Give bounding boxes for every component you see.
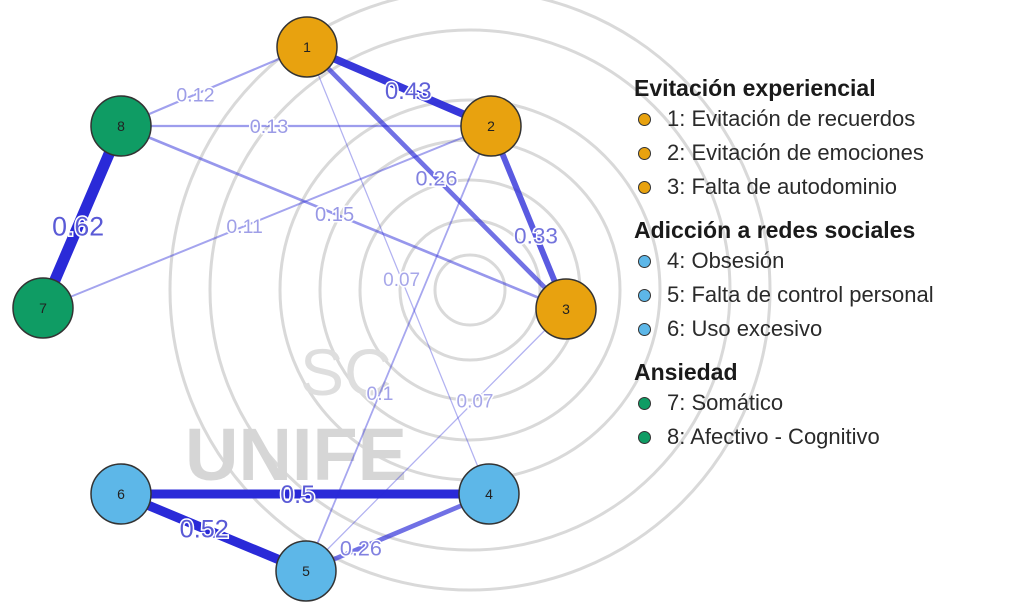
edge-label-6-4: 0.5	[280, 481, 315, 509]
edge-8-1	[119, 45, 309, 128]
legend-item-label: 3: Falta de autodominio	[667, 174, 897, 199]
node-circle-8	[90, 95, 152, 157]
node-circle-5	[275, 540, 337, 602]
edge-label-1-3: 0.26	[415, 166, 457, 191]
node-3: 3	[535, 278, 597, 340]
node-circle-7	[12, 277, 74, 339]
legend-item: 5: Falta de control personal	[634, 278, 1014, 312]
edge-label-2-5: 0.1	[367, 383, 394, 405]
node-7: 7	[12, 277, 74, 339]
legend-title: Ansiedad	[634, 359, 738, 385]
watermark-main-text: UNIFE	[185, 413, 407, 496]
nodes-layer: 1 2 3 4 5 6 7 8	[12, 16, 597, 602]
legend-item-label: 4: Obsesión	[667, 248, 785, 273]
legend-group-evitacion: Evitación experiencial 1: Evitación de r…	[634, 74, 1014, 204]
edge-labels-layer: 0.430.260.330.620.50.520.260.120.130.110…	[51, 76, 560, 562]
node-label-5: 5	[302, 563, 310, 579]
legend-blue-dot-icon	[638, 288, 651, 302]
edge-label-6-5: 0.52	[180, 515, 229, 543]
node-label-4: 4	[485, 486, 493, 502]
node-label-6: 6	[117, 486, 125, 502]
node-label-1: 1	[303, 39, 311, 55]
node-circle-3	[535, 278, 597, 340]
edge-label-2-3: 0.33	[514, 224, 558, 249]
legend-item: 1: Evitación de recuerdos	[634, 102, 1014, 136]
edge-label-7-2: 0.11	[226, 216, 263, 238]
edge-label-7-8: 0.62	[52, 211, 104, 241]
edge-7-2	[42, 125, 492, 309]
legend-green-dot-icon	[638, 396, 651, 410]
edge-2-3	[488, 123, 569, 312]
legend-item-label: 7: Somático	[667, 390, 784, 415]
node-label-3: 3	[562, 301, 570, 317]
node-1: 1	[276, 16, 338, 78]
edge-6-5	[116, 489, 311, 576]
edge-label-8-3: 0.15	[315, 204, 354, 226]
edge-label-1-4: 0.07	[383, 270, 420, 291]
edge-label-5-4: 0.26	[340, 535, 382, 560]
node-label-2: 2	[487, 118, 495, 134]
legend-title: Adicción a redes sociales	[634, 217, 916, 243]
node-6: 6	[90, 463, 152, 525]
edge-1-2	[303, 43, 495, 130]
legend-orange-dot-icon	[638, 180, 651, 194]
legend-item-label: 6: Uso excesivo	[667, 316, 823, 341]
legend-group-ansiedad: Ansiedad 7: Somático 8: Afectivo - Cogni…	[634, 358, 1014, 454]
node-2: 2	[460, 95, 522, 157]
edge-7-8	[37, 120, 127, 314]
edge-5-4	[303, 491, 492, 574]
node-circle-6	[90, 463, 152, 525]
legend-blue-dot-icon	[638, 254, 651, 268]
legend-blue-dot-icon	[638, 322, 651, 336]
node-8: 8	[90, 95, 152, 157]
legend-orange-dot-icon	[638, 146, 651, 160]
edge-label-8-1: 0.12	[176, 84, 214, 106]
legend-item: 4: Obsesión	[634, 244, 1014, 278]
legend-title: Evitación experiencial	[634, 75, 876, 101]
node-label-8: 8	[117, 118, 125, 134]
node-circle-1	[276, 16, 338, 78]
edge-label-1-2: 0.43	[385, 78, 432, 105]
edge-1-4	[306, 46, 490, 495]
legend-item: 2: Evitación de emociones	[634, 136, 1014, 170]
edge-label-3-5: 0.07	[457, 391, 494, 412]
legend-group-adiccion: Adicción a redes sociales 4: Obsesión 5:…	[634, 216, 1014, 346]
edge-8-3	[119, 124, 568, 311]
legend-item: 6: Uso excesivo	[634, 312, 1014, 346]
legend-item: 8: Afectivo - Cognitivo	[634, 420, 1014, 454]
edge-label-8-2: 0.13	[250, 116, 289, 138]
node-circle-4	[458, 463, 520, 525]
legend-green-dot-icon	[638, 430, 651, 444]
legend-item-label: 5: Falta de control personal	[667, 282, 934, 307]
edges-layer	[37, 43, 569, 576]
legend-item-label: 2: Evitación de emociones	[667, 140, 924, 165]
node-circle-2	[460, 95, 522, 157]
legend-item: 7: Somático	[634, 386, 1014, 420]
edge-2-5	[305, 125, 492, 572]
legend: Evitación experiencial 1: Evitación de r…	[634, 74, 1014, 466]
node-label-7: 7	[39, 300, 47, 316]
node-4: 4	[458, 463, 520, 525]
legend-item: 3: Falta de autodominio	[634, 170, 1014, 204]
edge-1-3	[304, 44, 569, 312]
watermark-small-text: SC	[300, 335, 392, 409]
edge-3-5	[305, 308, 567, 572]
legend-item-label: 8: Afectivo - Cognitivo	[667, 424, 880, 449]
legend-orange-dot-icon	[638, 112, 651, 126]
node-5: 5	[275, 540, 337, 602]
legend-item-label: 1: Evitación de recuerdos	[667, 106, 916, 131]
